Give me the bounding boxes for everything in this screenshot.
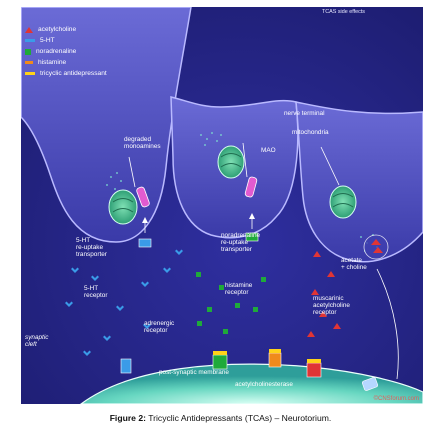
right-nerve-terminal <box>295 101 423 263</box>
chevron-marker-icon <box>25 39 35 42</box>
label-degraded-monoamines: degraded monoamines <box>124 136 161 151</box>
noradrenaline-molecules <box>196 272 266 334</box>
label-mitochondria: mitochondria <box>292 129 329 136</box>
tca-synapse-diagram: TCAS side effects acetylcholine 5-HT nor… <box>21 7 423 404</box>
label-acetylcholinesterase: acetylcholinesterase <box>235 381 293 388</box>
muscarinic-receptor-structure <box>306 359 322 378</box>
acetylcholine-molecules <box>307 251 341 337</box>
dash-marker-icon <box>25 61 33 64</box>
bar-marker-icon <box>25 72 35 75</box>
mitochondrion-middle <box>217 145 245 179</box>
legend-item-noradrenaline: noradrenaline <box>25 47 76 56</box>
legend-label: noradrenaline <box>36 48 77 55</box>
label-histamine-receptor: histamine receptor <box>225 282 253 297</box>
caption-text: Tricyclic Antidepressants (TCAs) – Neuro… <box>145 413 332 423</box>
mitochondrion-right <box>329 185 357 219</box>
triangle-marker-icon <box>25 26 33 33</box>
label-adrenergic-receptor: adrenergic receptor <box>144 320 175 335</box>
legend-label: histamine <box>38 59 67 66</box>
mitochondrion-left <box>108 189 138 225</box>
caption-prefix: Figure 2: <box>109 413 146 423</box>
corner-tag: TCAS side effects <box>321 9 365 15</box>
legend-item-acetylcholine: acetylcholine <box>25 25 76 34</box>
post-synaptic-membrane <box>79 363 423 404</box>
label-5ht-reuptake: 5-HT re-uptake transporter <box>76 237 107 259</box>
pathway-arrows <box>128 142 399 380</box>
serotonin-molecules <box>65 249 183 356</box>
legend-label: tricyclic antidepressant <box>40 70 107 77</box>
watermark: ©CNSforum.com <box>373 396 419 402</box>
label-5ht-receptor: 5-HT receptor <box>84 285 108 300</box>
histamine-receptor-structure <box>268 349 282 368</box>
square-marker-icon <box>25 48 31 55</box>
legend-label: acetylcholine <box>38 26 77 33</box>
label-post-synaptic-membrane: post-synaptic membrane <box>159 369 229 376</box>
label-mao: MAO <box>261 147 276 154</box>
label-nerve-terminal: nerve terminal <box>284 110 325 117</box>
ne-reuptake-transporter <box>245 213 259 242</box>
adrenergic-receptor-structure <box>212 351 228 370</box>
acetylcholine-vesicle <box>363 234 389 260</box>
label-muscarinic-receptor: muscarinic acetylcholine receptor <box>313 295 350 317</box>
synapse-illustration <box>21 7 423 404</box>
left-nerve-terminal <box>21 7 192 243</box>
label-ne-reuptake: noradrenaline re-uptake transporter <box>221 232 261 254</box>
ht-receptor-structure <box>120 358 132 374</box>
legend-label: 5-HT <box>40 37 55 44</box>
legend-item-histamine: histamine <box>25 58 66 67</box>
legend-item-tca: tricyclic antidepressant <box>25 69 107 78</box>
mao-enzyme-left <box>136 186 150 208</box>
mao-enzyme-middle <box>244 176 258 198</box>
label-acetate-choline: acetate + choline <box>341 257 367 272</box>
acetylcholinesterase-enzyme <box>361 377 379 391</box>
figure-caption: Figure 2: Tricyclic Antidepressants (TCA… <box>0 413 441 423</box>
label-synaptic-cleft: synaptic cleft <box>25 334 49 349</box>
legend-item-5ht: 5-HT <box>25 36 55 45</box>
ht-reuptake-transporter <box>138 217 152 248</box>
